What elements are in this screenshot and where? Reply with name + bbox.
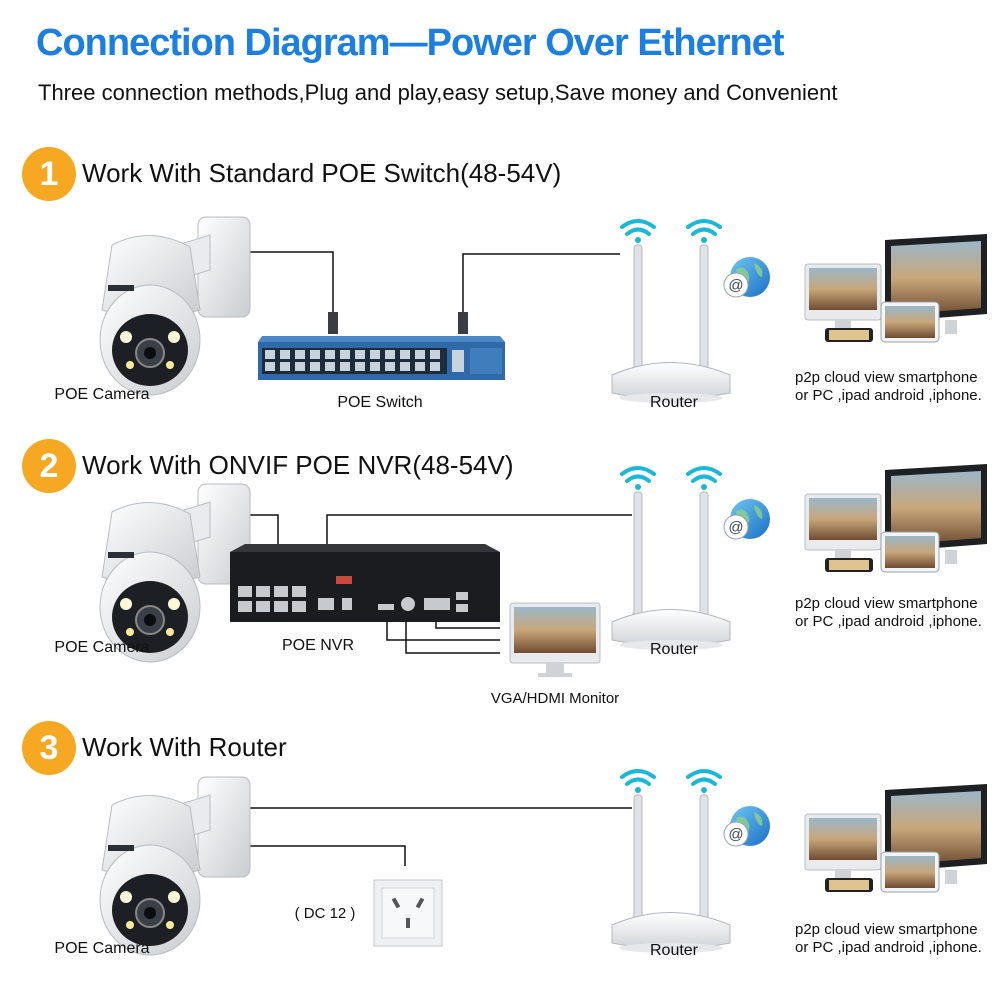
- section-1-title: Work With Standard POE Switch(48-54V): [82, 158, 562, 188]
- p2p-text-1b: or PC ,ipad android ,iphone.: [795, 387, 982, 404]
- section-1-badge: 1: [22, 147, 76, 201]
- page-title: Connection Diagram—Power Over Ethernet: [36, 22, 784, 64]
- power-label: ( DC 12 ): [294, 905, 356, 922]
- p2p-text-3a: p2p cloud view smartphone: [795, 921, 978, 938]
- camera-label-1: POE Camera: [54, 386, 150, 403]
- cloud-globe-icon: [723, 498, 771, 540]
- section-2-badge: 2: [22, 439, 76, 493]
- router-label-3: Router: [649, 942, 699, 959]
- power-socket-icon: [373, 879, 443, 947]
- cable-hdmi: [386, 618, 500, 641]
- rj45-plug-icon: [458, 312, 468, 334]
- router-icon: [610, 219, 732, 405]
- cable-vga: [405, 618, 500, 654]
- camera-label-2: POE Camera: [54, 639, 150, 656]
- section-3-badge: 3: [22, 721, 76, 775]
- switch-label: POE Switch: [337, 394, 423, 411]
- nvr-icon: [230, 544, 500, 622]
- poe-switch-icon: [258, 336, 505, 380]
- nvr-label: POE NVR: [281, 637, 354, 654]
- rj45-plug-icon: [328, 312, 338, 334]
- router-label-2: Router: [649, 641, 699, 658]
- p2p-text-1a: p2p cloud view smartphone: [795, 369, 978, 386]
- section-3-diagram: [99, 769, 988, 956]
- devices-icon: [804, 463, 988, 573]
- camera-icon: [99, 216, 251, 396]
- router-icon: [610, 769, 732, 955]
- devices-icon: [804, 233, 988, 343]
- monitor-icon: [509, 602, 601, 677]
- devices-icon: [804, 783, 988, 893]
- cloud-globe-icon: [723, 805, 771, 847]
- camera-icon: [99, 776, 251, 956]
- p2p-text-2a: p2p cloud view smartphone: [795, 595, 978, 612]
- camera-label-3: POE Camera: [54, 940, 150, 957]
- section-3-title: Work With Router: [82, 732, 287, 762]
- camera-icon: [99, 483, 251, 663]
- cloud-globe-icon: [723, 256, 771, 298]
- section-2-diagram: [99, 463, 988, 677]
- section-1-diagram: [99, 216, 988, 405]
- router-label-1: Router: [649, 394, 699, 411]
- cable-camera-power: [200, 845, 406, 866]
- p2p-text-2b: or PC ,ipad android ,iphone.: [795, 613, 982, 630]
- p2p-text-3b: or PC ,ipad android ,iphone.: [795, 939, 982, 956]
- router-icon: [610, 466, 732, 652]
- page-subtitle: Three connection methods,Plug and play,e…: [38, 80, 838, 105]
- section-2-title: Work With ONVIF POE NVR(48-54V): [82, 450, 514, 480]
- monitor-label: VGA/HDMI Monitor: [490, 690, 620, 707]
- cable-switch-router-1: [462, 253, 620, 312]
